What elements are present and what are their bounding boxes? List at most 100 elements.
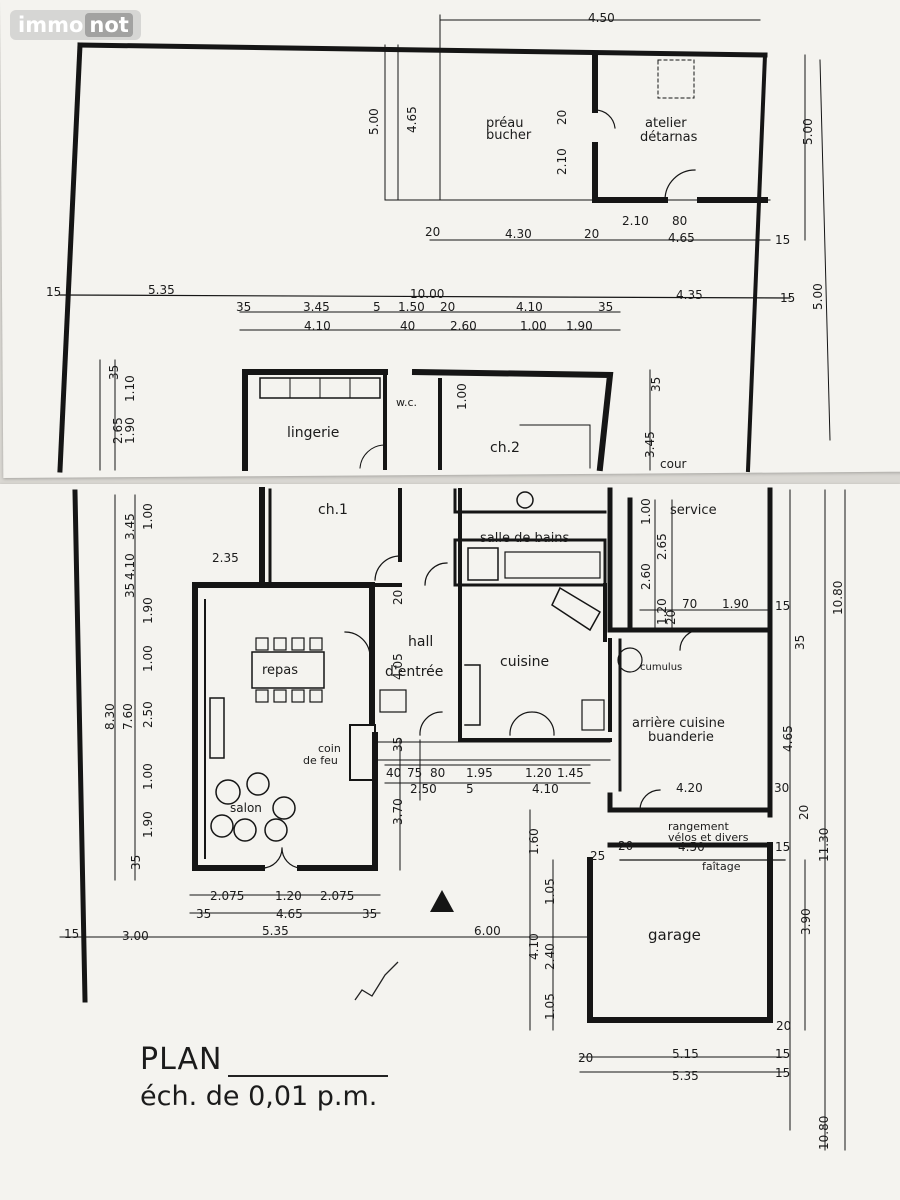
- dimension-label: 7.60: [121, 703, 135, 730]
- dimension-label: 4.10: [516, 300, 543, 314]
- dimension-label: 35: [362, 907, 377, 921]
- plan-title: PLAN: [140, 1042, 223, 1077]
- dimension-label: 35: [107, 365, 121, 380]
- dimension-label: 1.00: [141, 645, 155, 672]
- dimension-label: 15: [775, 599, 790, 613]
- title-underline: [228, 1055, 389, 1077]
- plan-sheet-bottom: [0, 484, 900, 1200]
- room-label-cumulus: cumulus: [640, 662, 682, 673]
- dimension-label: 5: [373, 300, 381, 314]
- dimension-label: 3.00: [122, 929, 149, 943]
- room-label-de-feu: de feu: [303, 754, 338, 767]
- dimension-label: 75: [407, 766, 422, 780]
- room-label-rangement: rangement: [668, 820, 729, 833]
- dimension-label: 20: [584, 227, 599, 241]
- immonot-watermark: immo not: [10, 10, 141, 40]
- skylight: [657, 59, 695, 99]
- dimension-label: 1.00: [455, 383, 469, 410]
- dimension-label: 2.075: [320, 889, 354, 903]
- dimension-label: 20: [425, 225, 440, 239]
- dimension-label: 80: [430, 766, 445, 780]
- dimension-label: 6.00: [474, 924, 501, 938]
- dimension-label: 1.05: [543, 993, 557, 1020]
- room-label-arriere-cuisine: arrière cuisine: [632, 716, 725, 731]
- room-label-detarnas: détarnas: [640, 130, 698, 145]
- dimension-label: 5.35: [262, 924, 289, 938]
- dimension-label: 35: [196, 907, 211, 921]
- watermark-text: immo: [18, 13, 84, 37]
- dimension-label: 2.60: [639, 563, 653, 590]
- dimension-label: 4.10: [527, 933, 541, 960]
- dimension-label: 40: [400, 319, 415, 333]
- dimension-label: 3.45: [303, 300, 330, 314]
- dimension-label: 1.00: [141, 763, 155, 790]
- room-label-cuisine: cuisine: [500, 654, 549, 670]
- room-label-velos: vélos et divers: [668, 831, 749, 844]
- dimension-label: 3.45: [643, 431, 657, 458]
- dimension-label: 2.50: [410, 782, 437, 796]
- dimension-label: 35: [129, 855, 143, 870]
- dimension-label: 2.10: [555, 148, 569, 175]
- room-label-buanderie: buanderie: [648, 730, 714, 745]
- dimension-label: 5: [466, 782, 474, 796]
- dimension-label: 1.95: [466, 766, 493, 780]
- room-label-service: service: [670, 503, 717, 518]
- dimension-label: 1.90: [141, 811, 155, 838]
- dimension-label: 1.10: [123, 375, 137, 402]
- dimension-label: 4.10: [304, 319, 331, 333]
- dimension-label: 10.80: [831, 581, 845, 615]
- wall: [77, 42, 768, 58]
- dimension-label: 1.90: [141, 597, 155, 624]
- dimension-label: 15: [775, 233, 790, 247]
- dimension-label: 1.50: [398, 300, 425, 314]
- dimension-label: 35: [649, 377, 663, 392]
- dimension-label: 15: [775, 840, 790, 854]
- dimension-label: 1.90: [722, 597, 749, 611]
- dimension-label: 1.60: [527, 828, 541, 855]
- dimension-label: 35: [391, 737, 405, 752]
- dimension-label: 1.05: [543, 878, 557, 905]
- dimension-label: 10.00: [410, 287, 444, 301]
- dimension-label: 11.30: [817, 828, 831, 862]
- room-label-bucher: bucher: [486, 128, 532, 143]
- dimension-label: 20: [776, 1019, 791, 1033]
- dimension-label: 5.35: [148, 283, 175, 297]
- dimension-label: 25: [590, 849, 605, 863]
- dimension-label: 1.20: [655, 598, 669, 625]
- dimension-label: 15: [775, 1066, 790, 1080]
- door-swing: [664, 169, 696, 201]
- dimension-label: 20: [618, 839, 633, 853]
- room-label-coin: coin: [318, 742, 341, 755]
- dimension-label: 5.00: [801, 118, 815, 145]
- dimension-label: 8.30: [103, 703, 117, 730]
- room-label-wc: w.c.: [396, 396, 417, 409]
- dimension-label: 2.50: [141, 701, 155, 728]
- dimension-label: 30: [774, 781, 789, 795]
- dimension-label: 4.05: [391, 653, 405, 680]
- room-label-salle-de-bains: salle de bains: [480, 531, 570, 546]
- room-label-garage: garage: [648, 926, 701, 944]
- dimension-label: 20: [797, 805, 811, 820]
- room-label-cour: cour: [660, 457, 687, 471]
- dimension-label: 5.15: [672, 1047, 699, 1061]
- dimension-label: 15: [46, 285, 61, 299]
- room-label-ch1: ch.1: [318, 502, 348, 518]
- dimension-label: 20: [391, 590, 405, 605]
- dimension-label: 2.10: [622, 214, 649, 228]
- dimension-label: 80: [672, 214, 687, 228]
- dimension-label: 35: [793, 635, 807, 650]
- dimension-label: 2.075: [210, 889, 244, 903]
- dimension-label: 5.35: [672, 1069, 699, 1083]
- dimension-label: 15: [775, 1047, 790, 1061]
- dimension-label: 4.50: [588, 11, 615, 25]
- dimension-label: 1.90: [123, 417, 137, 444]
- wall: [745, 52, 768, 473]
- dimension-label: 3.70: [391, 798, 405, 825]
- dimension-label: 5.00: [811, 283, 825, 310]
- room-label-atelier: atelier: [645, 116, 687, 131]
- door-swing: [594, 109, 616, 129]
- north-arrow-icon: [430, 890, 454, 912]
- dimension-label: 2.65: [655, 533, 669, 560]
- room-label-preau: préau: [486, 116, 524, 131]
